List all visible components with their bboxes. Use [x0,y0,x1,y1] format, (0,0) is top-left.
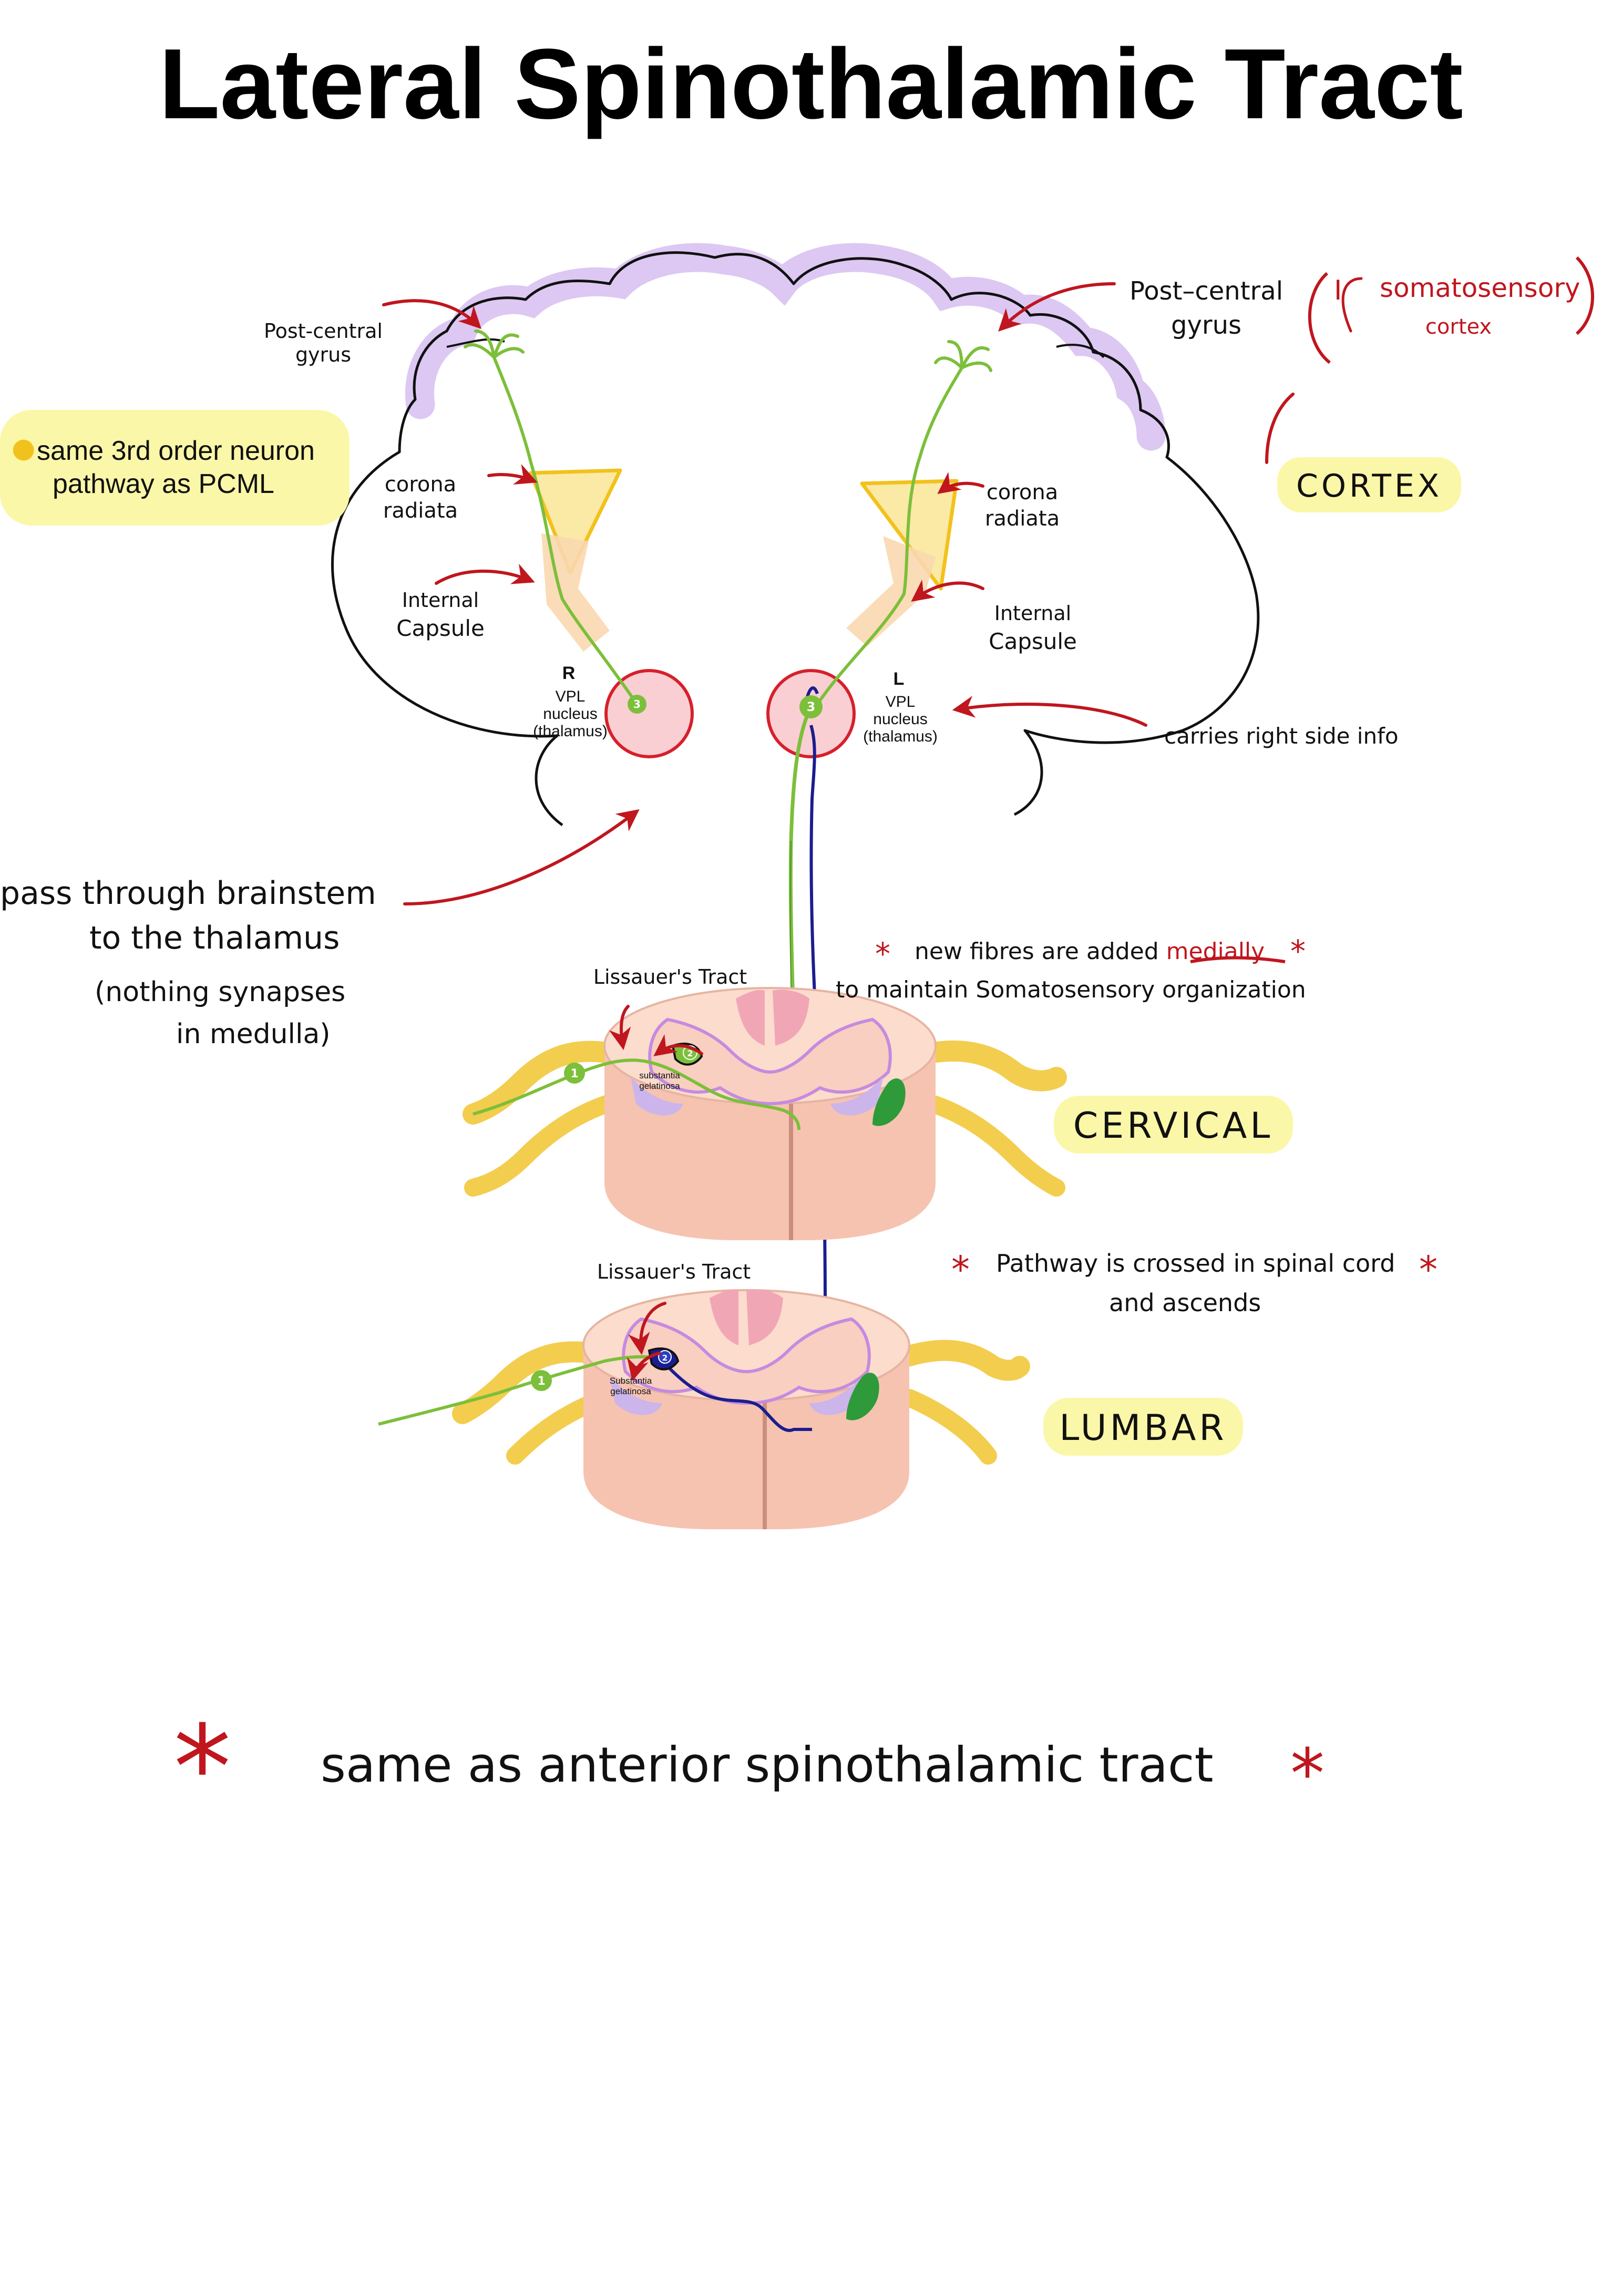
somatosensory-sub: cortex [1425,315,1492,339]
right-vpl-thalamus [604,669,694,758]
left-corona-radiata [529,468,622,575]
cortex-highlight-box [1277,457,1461,512]
lumbar-label: LUMBAR [1059,1407,1227,1449]
sg-bottom-label-2: gelatinosa [610,1386,651,1396]
cervical-highlight-box [1054,1096,1293,1154]
bottom-note: same as anterior spinothalamic tract [321,1737,1214,1793]
left-corona-label-1: corona [385,472,456,497]
cortex-label: CORTEX [1296,468,1442,504]
right-capsule-label-2: Capsule [989,629,1077,654]
side-l-label: L [894,669,905,689]
right-third-order-neuron [816,340,992,706]
left-vpl-label-3: (thalamus) [533,723,608,740]
brainstem-note-1: (nothing synapses [95,976,345,1008]
left-vpl-label-1: VPL [556,688,586,705]
neuron-2-cervical-marker: 2 [687,1048,693,1058]
sg-top-label-2: gelatinosa [639,1081,680,1091]
sg-top-label-1: substantia [639,1070,680,1080]
right-vpl-label-1: VPL [886,693,916,711]
svg-text:3: 3 [807,699,816,714]
lightbulb-icon: ● [12,433,35,464]
cervical-label: CERVICAL [1073,1105,1273,1147]
somatosensory-word: somatosensory [1380,273,1580,303]
crossed-line-2: and ascends [1109,1289,1261,1317]
sg-bottom-label-1: Substantia [610,1376,652,1386]
crossed-line-1: Pathway is crossed in spinal cord [996,1249,1395,1278]
brainstem-line-1: pass through brainstem [0,875,376,912]
medial-star-left: * [875,936,890,972]
somatosensory-roman: I [1334,275,1342,306]
right-capsule-label-1: Internal [994,602,1071,625]
svg-text:3: 3 [633,698,641,711]
lissauer-bottom-label: Lissauer's Tract [597,1260,751,1283]
somatosensory-close-bracket [1575,256,1594,335]
right-internal-capsule [846,536,936,646]
right-vpl-label-2: nucleus [873,711,927,728]
medial-star-right: * [1290,933,1306,969]
brainstem-note-2: in medulla) [176,1018,331,1050]
neuron-2-lumbar-marker: 2 [662,1353,668,1363]
lumbar-highlight-box [1043,1398,1243,1456]
left-capsule-label-1: Internal [402,589,479,612]
carries-label: carries right side info [1164,723,1399,749]
side-r-label: R [562,663,576,683]
right-corona-label-1: corona [987,480,1058,504]
neuron-1-cervical-marker: 1 [570,1067,578,1080]
left-third-order-neuron [464,330,639,706]
cervical-spinal-cord: 1 2 [463,987,1067,1240]
medial-line-1: new fibres are added medially [915,938,1265,965]
neuron-3-right-marker: 3 [799,695,823,718]
left-internal-capsule [541,533,610,652]
somatosensory-open-bracket [1308,272,1331,364]
right-corona-label-2: radiata [985,507,1060,531]
neuron-3-left-marker: 3 [628,695,646,714]
neuron-1-lumbar-marker: 1 [537,1375,545,1388]
lissauer-top-label: Lissauer's Tract [593,965,747,989]
note-highlight [0,410,350,526]
right-vpl-label-3: (thalamus) [863,728,938,745]
left-vpl-label-2: nucleus [543,705,597,723]
lumbar-spinal-cord: 1 2 [378,1289,1030,1529]
left-postcentral-label-1: Post-central [264,320,383,343]
left-postcentral-label-2: gyrus [295,343,351,366]
left-corona-label-2: radiata [383,499,458,523]
annotation-arrows [382,277,1363,1382]
note-line-1: same 3rd order neuron [37,436,315,466]
left-capsule-label-2: Capsule [396,615,485,641]
page-title: Lateral Spinothalamic Tract [159,28,1463,140]
brain-outline [331,243,1260,827]
crossed-star-right: * [1419,1248,1438,1291]
bottom-star-right: * [1290,1734,1325,1814]
cortex-highlight [405,243,1166,451]
right-postcentral-label-1: Post–central [1130,276,1283,306]
brainstem-line-2: to the thalamus [89,920,340,956]
note-line-2: pathway as PCML [53,469,274,499]
medially-underline [1190,956,1286,963]
medial-line-2: to maintain Somatosensory organization [836,976,1306,1003]
right-postcentral-label-2: gyrus [1171,311,1241,340]
crossed-star-left: * [951,1248,970,1291]
bottom-star-left: * [173,1701,231,1835]
